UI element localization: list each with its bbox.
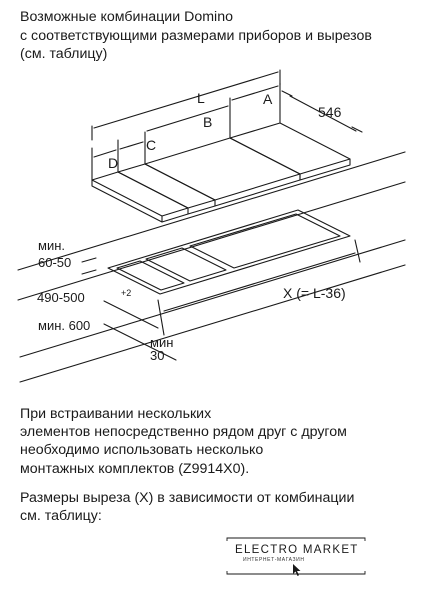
dimension-490 — [103, 300, 159, 329]
label-b: B — [203, 114, 212, 130]
unit-a — [229, 122, 351, 181]
cutout-frames — [107, 209, 351, 295]
label-l: L — [197, 90, 205, 106]
label-490-500: 490-500 — [37, 290, 85, 305]
logo-frame — [226, 537, 366, 576]
installation-diagram: L A B C D 546 мин. 60-50 490-500 +2 мин.… — [17, 69, 406, 383]
label-min-a: мин. — [38, 238, 65, 253]
label-30: 30 — [150, 348, 164, 363]
label-c: C — [146, 137, 156, 153]
note-line-4: монтажных комплектов (Z9914X0). — [20, 460, 250, 477]
label-min-600: мин. 600 — [38, 318, 90, 333]
dimension-a — [231, 85, 279, 101]
cutout-line-2: см. таблицу: — [20, 508, 102, 525]
note-line-2: элементов непосредственно рядом друг с д… — [20, 424, 347, 441]
note-line-1: При встраивании нескольких — [20, 406, 212, 422]
unit-d — [91, 171, 189, 223]
electro-market-logo: ELECTRO MARKET ИНТЕРНЕТ-МАГАЗИН — [221, 537, 371, 577]
logo-name: ELECTRO MARKET — [235, 544, 359, 556]
dimension-d — [93, 149, 117, 158]
unit-b — [144, 137, 301, 207]
dimension-x — [163, 252, 356, 312]
cutout-line-1: Размеры выреза (X) в зависимости от комб… — [20, 490, 355, 506]
header-line-1: Возможные комбинации Domino — [20, 9, 233, 25]
cutout-note: Размеры выреза (X) в зависимости от комб… — [20, 489, 354, 525]
countertop-front-top — [19, 239, 406, 358]
dimension-600 — [103, 323, 177, 361]
header-line-2: с соответствующими размерами приборов и … — [20, 27, 372, 44]
dimension-c — [119, 141, 144, 150]
note-line-3: необходимо использовать несколько — [20, 442, 264, 459]
label-d: D — [108, 155, 118, 171]
label-60-50: 60-50 — [38, 255, 71, 270]
countertop-edge-upper — [17, 151, 406, 271]
countertop-front-bottom — [19, 264, 406, 383]
countertop-edge-upper-2 — [17, 181, 406, 301]
dimension-546 — [289, 95, 357, 132]
header-text: Возможные комбинации Domino с соответств… — [20, 8, 415, 64]
label-490-sup: +2 — [121, 288, 131, 298]
label-x: X (= L-36) — [283, 285, 346, 301]
label-546: 546 — [318, 104, 342, 120]
logo-tagline: ИНТЕРНЕТ-МАГАЗИН — [243, 557, 305, 563]
label-min-b: мин — [150, 335, 173, 350]
dimension-l — [93, 71, 279, 129]
installation-note: При встраивании нескольких элементов неп… — [20, 405, 347, 478]
header-line-3: (см. таблицу) — [20, 46, 108, 62]
label-a: A — [263, 91, 273, 107]
dimension-b — [146, 105, 229, 132]
cursor-icon — [293, 564, 301, 576]
